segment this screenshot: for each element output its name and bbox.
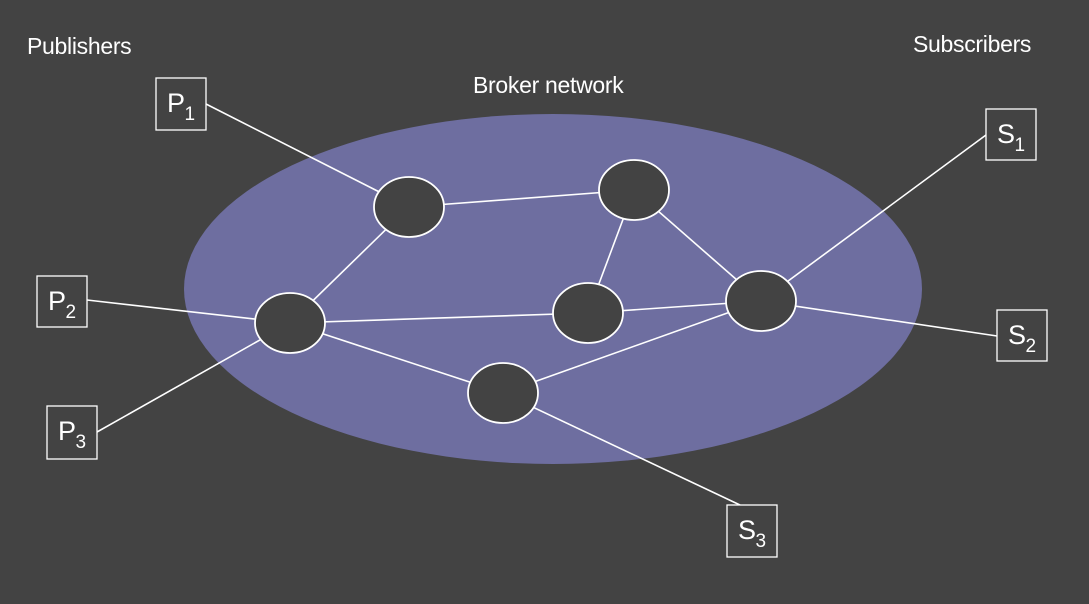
edge-b3-b4	[289, 312, 589, 324]
edge-b1-b2	[408, 189, 635, 208]
subscriber-box-label: S1	[997, 119, 1025, 156]
subscriber-box-frame	[985, 108, 1037, 161]
publishers-heading: Publishers	[27, 33, 131, 59]
broker-node-b3	[254, 292, 326, 354]
edge-P1-b1	[205, 103, 410, 208]
broker-node-b5	[725, 270, 797, 332]
subscriber-box-label: S3	[738, 515, 766, 552]
subscriber-box-frame	[996, 309, 1048, 362]
edge-P3-b3	[96, 322, 291, 433]
publisher-box-label: P2	[48, 286, 76, 323]
broker-network-region	[184, 114, 922, 464]
broker-node-b6	[467, 362, 539, 424]
publisher-box-3: P3	[46, 405, 98, 460]
publisher-letter: P	[48, 286, 66, 316]
subscriber-box-label: S2	[1008, 320, 1036, 357]
publisher-box-frame	[46, 405, 98, 460]
subscriber-box-2: S2	[996, 309, 1048, 362]
subscribers-heading: Subscribers	[913, 31, 1031, 57]
publisher-box-2: P2	[36, 275, 88, 328]
subscriber-index: 3	[756, 531, 766, 552]
subscriber-box-1: S1	[985, 108, 1037, 161]
edge-b6-S3	[502, 392, 741, 506]
subscriber-letter: S	[997, 119, 1015, 149]
publisher-index: 2	[66, 302, 76, 323]
publisher-index: 1	[185, 104, 195, 125]
broker-node-b1	[373, 176, 445, 238]
subscriber-letter: S	[1008, 320, 1026, 350]
edge-b5-S2	[760, 300, 998, 337]
broker-nodes-group	[254, 159, 797, 424]
edge-b3-b6	[289, 322, 504, 394]
publisher-box-label: P1	[167, 88, 195, 125]
publisher-letter: P	[58, 416, 76, 446]
subscriber-letter: S	[738, 515, 756, 545]
edge-b6-b5	[502, 300, 762, 394]
publisher-box-label: P3	[58, 416, 86, 453]
broker-network-label: Broker network	[473, 72, 624, 98]
broker-node-b4	[552, 282, 624, 344]
subscriber-index: 1	[1015, 135, 1025, 156]
edge-b5-S1	[760, 134, 987, 302]
publisher-index: 3	[76, 432, 86, 453]
publisher-box-frame	[36, 275, 88, 328]
subscriber-box-frame	[726, 504, 778, 558]
publisher-letter: P	[167, 88, 185, 118]
publisher-box-1: P1	[155, 77, 207, 131]
subscriber-box-3: S3	[726, 504, 778, 558]
publisher-box-frame	[155, 77, 207, 131]
subscriber-index: 2	[1026, 336, 1036, 357]
broker-node-b2	[598, 159, 670, 221]
